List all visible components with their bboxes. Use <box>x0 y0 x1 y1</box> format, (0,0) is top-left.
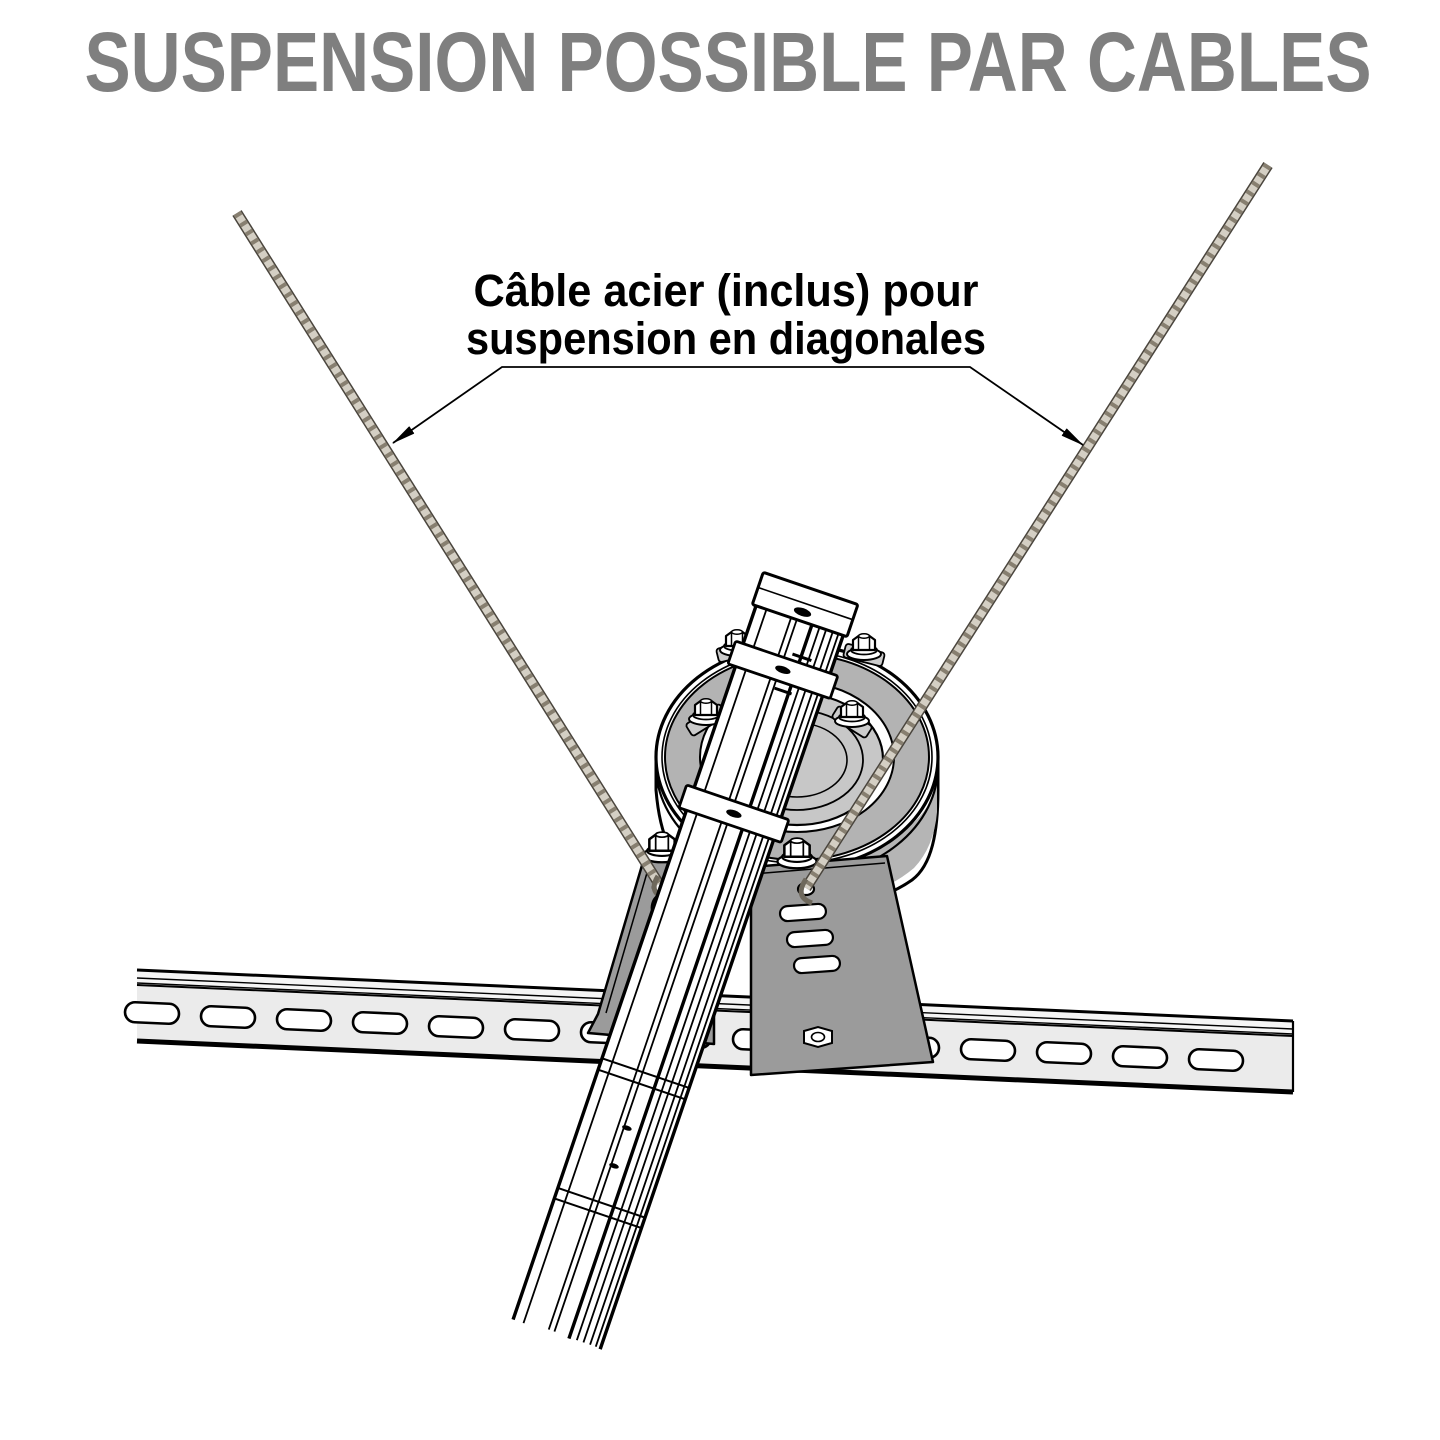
rail-fixing-bolt <box>803 1025 833 1049</box>
beam-clamp-strap-2 <box>678 784 790 844</box>
annotation-group: Câble acier (inclus) pour suspension en … <box>392 265 1084 446</box>
aluminium-beam <box>511 571 859 1350</box>
strap-rivet <box>775 665 791 675</box>
beam-joint-upper <box>597 1057 690 1101</box>
cable-twist-texture <box>802 162 1272 891</box>
beam-ridges-thick <box>511 599 848 1350</box>
right-steel-cable <box>798 162 1273 906</box>
cable-end-hook <box>798 877 813 906</box>
right-bracket <box>749 854 935 1077</box>
rail-slot <box>503 1017 561 1043</box>
steel-cables <box>232 162 1273 906</box>
rail-slot <box>959 1037 1017 1063</box>
beam-engraving-marks <box>774 652 812 696</box>
annotation-line-2: suspension en diagonales <box>466 313 986 364</box>
annotation-line-1: Câble acier (inclus) pour <box>474 265 979 316</box>
hex-bolt <box>845 632 883 662</box>
left-bracket-fold-line <box>605 865 650 1014</box>
bracket-slot <box>778 902 828 923</box>
rail-slot <box>427 1014 485 1040</box>
rail-slot <box>1035 1040 1093 1066</box>
beam-rivet <box>622 1125 632 1131</box>
rail-slot <box>351 1010 409 1036</box>
rail-bottom-edge <box>136 1038 1294 1095</box>
bracket-slot <box>792 954 842 975</box>
page-title: SUSPENSION POSSIBLE PAR CABLES <box>85 15 1372 109</box>
beam-face <box>513 577 853 1350</box>
beam-clamp-strap-1 <box>727 640 839 700</box>
rail-slot <box>123 1000 181 1026</box>
rail-slot <box>199 1004 257 1030</box>
beam-top-cap <box>751 571 859 638</box>
cable-core <box>233 210 663 887</box>
leader-line <box>392 366 1084 446</box>
beam-ridges-thin <box>522 605 842 1347</box>
right-bracket-slots <box>778 902 842 975</box>
rail-slot <box>275 1007 333 1033</box>
rail-slot <box>1111 1044 1169 1070</box>
beam-joint-lower <box>554 1187 646 1229</box>
beam-rivet <box>609 1163 619 1169</box>
cap-rivet <box>793 607 812 617</box>
rail-slot <box>1187 1047 1245 1073</box>
bracket-slot <box>785 928 835 949</box>
strap-rivet <box>726 809 742 818</box>
